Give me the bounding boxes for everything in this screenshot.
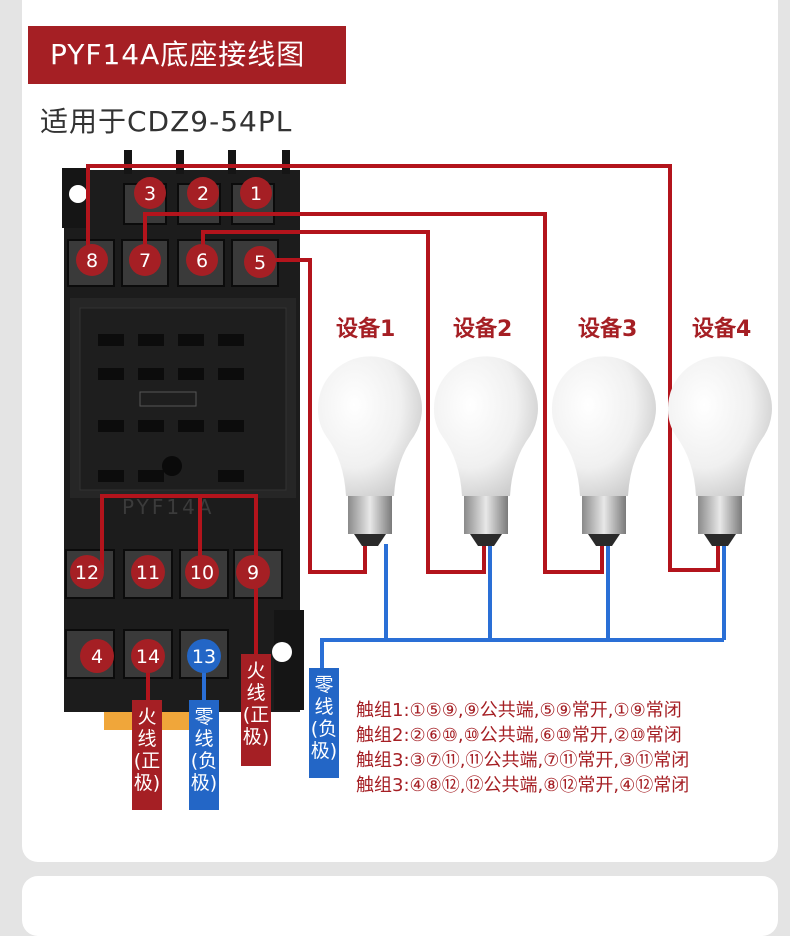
socket-model-mark: PYF14A — [122, 495, 214, 519]
wiring-diagram: PYF14A 设备1 设备2 — [62, 150, 772, 730]
terminal-2: 2 — [187, 177, 219, 209]
bulb-1 — [317, 356, 422, 546]
legend-line: 触组3:③⑦⑪,⑪公共端,⑦⑪常开,③⑪常闭 — [356, 750, 690, 771]
neutral-negative-label-right: 零线(负极) — [309, 668, 339, 778]
applicable-model: 适用于CDZ9-54PL — [40, 105, 293, 138]
terminal-11: 11 — [131, 555, 165, 589]
terminal-13: 13 — [187, 639, 221, 673]
device-label-3: 设备3 — [578, 316, 637, 342]
svg-text:6: 6 — [196, 250, 208, 272]
svg-text:14: 14 — [136, 646, 160, 668]
bulb-3 — [551, 356, 656, 546]
legend-line: 触组3:④⑧⑫,⑫公共端,⑧⑫常开,④⑫常闭 — [356, 775, 690, 796]
neutral-negative-label: 零线(负极) — [189, 700, 219, 810]
legend-line: 触组2:②⑥⑩,⑩公共端,⑥⑩常开,②⑩常闭 — [356, 725, 682, 746]
blue-wires — [202, 544, 726, 700]
contact-group-legend: 触组1:①⑤⑨,⑨公共端,⑤⑨常开,①⑨常闭 触组2:②⑥⑩,⑩公共端,⑥⑩常开… — [356, 698, 689, 798]
device-label-4: 设备4 — [692, 316, 751, 342]
terminal-6: 6 — [186, 244, 218, 276]
terminal-8: 8 — [76, 244, 108, 276]
svg-text:11: 11 — [136, 562, 160, 584]
svg-text:8: 8 — [86, 250, 98, 272]
svg-text:2: 2 — [197, 183, 209, 205]
page-title: PYF14A底座接线图 — [28, 26, 346, 84]
live-positive-label: 火线(正极) — [132, 700, 162, 810]
red-wires — [86, 164, 720, 700]
terminal-7: 7 — [129, 244, 161, 276]
svg-text:13: 13 — [192, 646, 216, 668]
svg-text:3: 3 — [144, 183, 156, 205]
terminal-10: 10 — [185, 555, 219, 589]
terminal-14: 14 — [131, 639, 165, 673]
svg-text:9: 9 — [247, 562, 259, 584]
svg-text:1: 1 — [250, 183, 262, 205]
svg-text:10: 10 — [190, 562, 214, 584]
svg-text:7: 7 — [139, 250, 151, 272]
terminal-3: 3 — [134, 177, 166, 209]
terminal-12: 12 — [70, 555, 104, 589]
svg-text:5: 5 — [254, 252, 266, 274]
live-positive-label-2: 火线(正极) — [241, 654, 271, 766]
svg-text:4: 4 — [91, 646, 103, 668]
device-label-1: 设备1 — [336, 316, 395, 342]
terminal-9: 9 — [236, 555, 270, 589]
bulb-4 — [667, 356, 772, 546]
terminal-5: 5 — [244, 246, 276, 278]
terminal-1: 1 — [240, 177, 272, 209]
device-label-2: 设备2 — [453, 316, 512, 342]
svg-text:12: 12 — [75, 562, 99, 584]
bulb-2 — [433, 356, 538, 546]
legend-line: 触组1:①⑤⑨,⑨公共端,⑤⑨常开,①⑨常闭 — [356, 700, 682, 721]
terminal-4: 4 — [80, 639, 114, 673]
